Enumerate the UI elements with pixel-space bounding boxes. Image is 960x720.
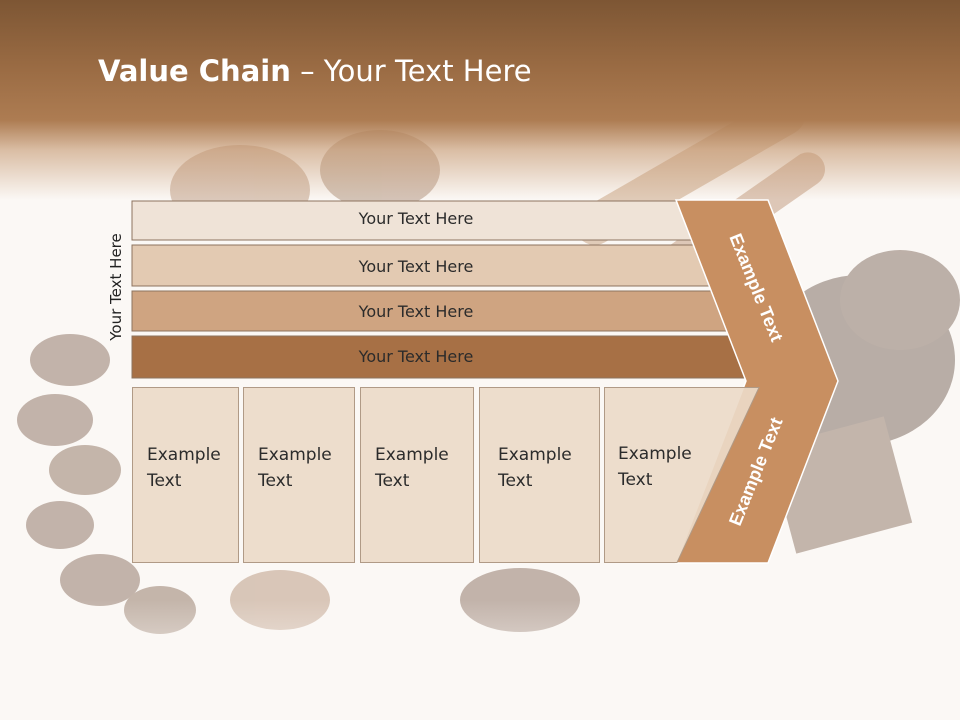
column-1-line2: Text bbox=[147, 471, 182, 491]
column-3-line1: Example bbox=[375, 445, 449, 465]
row-label-3: Your Text Here bbox=[358, 302, 474, 321]
column-4-line2: Text bbox=[498, 471, 533, 491]
row-label-1: Your Text Here bbox=[358, 209, 474, 228]
title-bold: Value Chain bbox=[98, 54, 291, 88]
column-2-line2: Text bbox=[258, 471, 293, 491]
column-5-line2: Text bbox=[618, 470, 653, 490]
column-1-line1: Example bbox=[147, 445, 221, 465]
column-3-line2: Text bbox=[375, 471, 410, 491]
row-label-4: Your Text Here bbox=[358, 347, 474, 366]
column-4-line1: Example bbox=[498, 445, 572, 465]
row-label-2: Your Text Here bbox=[358, 257, 474, 276]
column-5-shape bbox=[604, 387, 760, 563]
column-5-line1: Example bbox=[618, 444, 692, 464]
header-band bbox=[0, 0, 960, 200]
reflection-fade bbox=[0, 600, 960, 720]
title-rest: – Your Text Here bbox=[290, 54, 532, 88]
page-title: Value Chain – Your Text Here bbox=[98, 54, 532, 88]
column-2-line1: Example bbox=[258, 445, 332, 465]
